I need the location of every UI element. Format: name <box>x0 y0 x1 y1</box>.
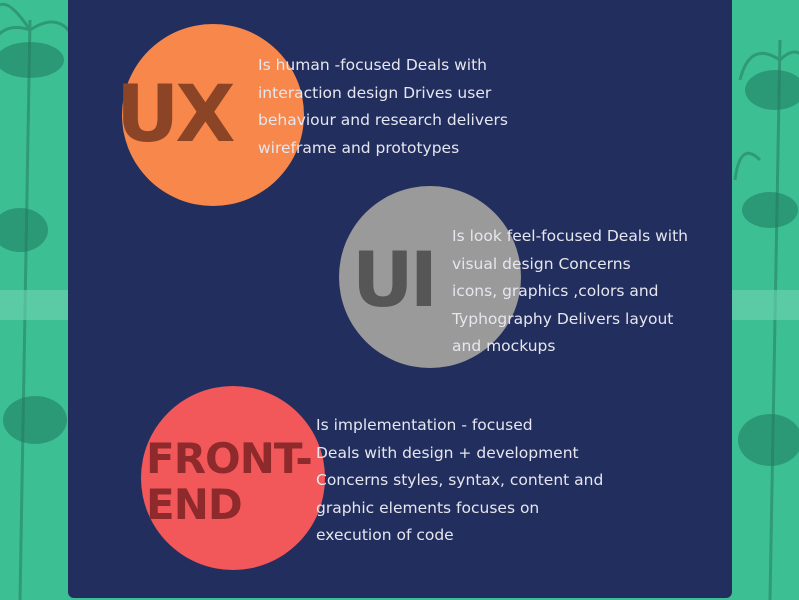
ui-description-line: Is look feel-focused Deals with <box>452 227 689 245</box>
frontend-description-line: Concerns styles, syntax, content and <box>316 471 604 489</box>
ux-description-line: Is human -focused Deals with <box>258 56 487 74</box>
ui-title: UI <box>352 235 438 324</box>
ux-description-line: behaviour and research delivers <box>258 111 508 129</box>
ui-circle <box>339 186 521 368</box>
ui-description-line: icons, graphics ,colors and <box>452 282 659 300</box>
frontend-title-line-1: FRONT- <box>146 434 313 483</box>
frontend-title: FRONT- END <box>146 434 313 529</box>
frontend-description: Is implementation - focused Deals with d… <box>316 412 603 550</box>
ui-description: Is look feel-focused Deals with visual d… <box>452 223 688 361</box>
frontend-circle <box>141 386 325 570</box>
content-card: UX UI FRONT- END Is human -focused Deals… <box>68 0 732 598</box>
frontend-title-line-2: END <box>146 480 243 529</box>
ux-description: Is human -focused Deals with interaction… <box>258 52 508 162</box>
frontend-description-line: execution of code <box>316 526 454 544</box>
ui-description-line: Typhography Delivers layout <box>452 309 674 328</box>
ui-description-line: visual design Concerns <box>452 254 631 273</box>
ux-circle <box>122 24 304 206</box>
ui-description-line: and mockups <box>452 337 556 355</box>
frontend-description-line: Deals with design + development <box>316 443 579 462</box>
ux-description-line: interaction design Drives user <box>258 83 492 102</box>
frontend-description-line: Is implementation - focused <box>316 416 533 434</box>
frontend-description-line: graphic elements focuses on <box>316 498 540 517</box>
ux-description-line: wireframe and prototypes <box>258 138 460 157</box>
ux-title: UX <box>116 70 236 160</box>
